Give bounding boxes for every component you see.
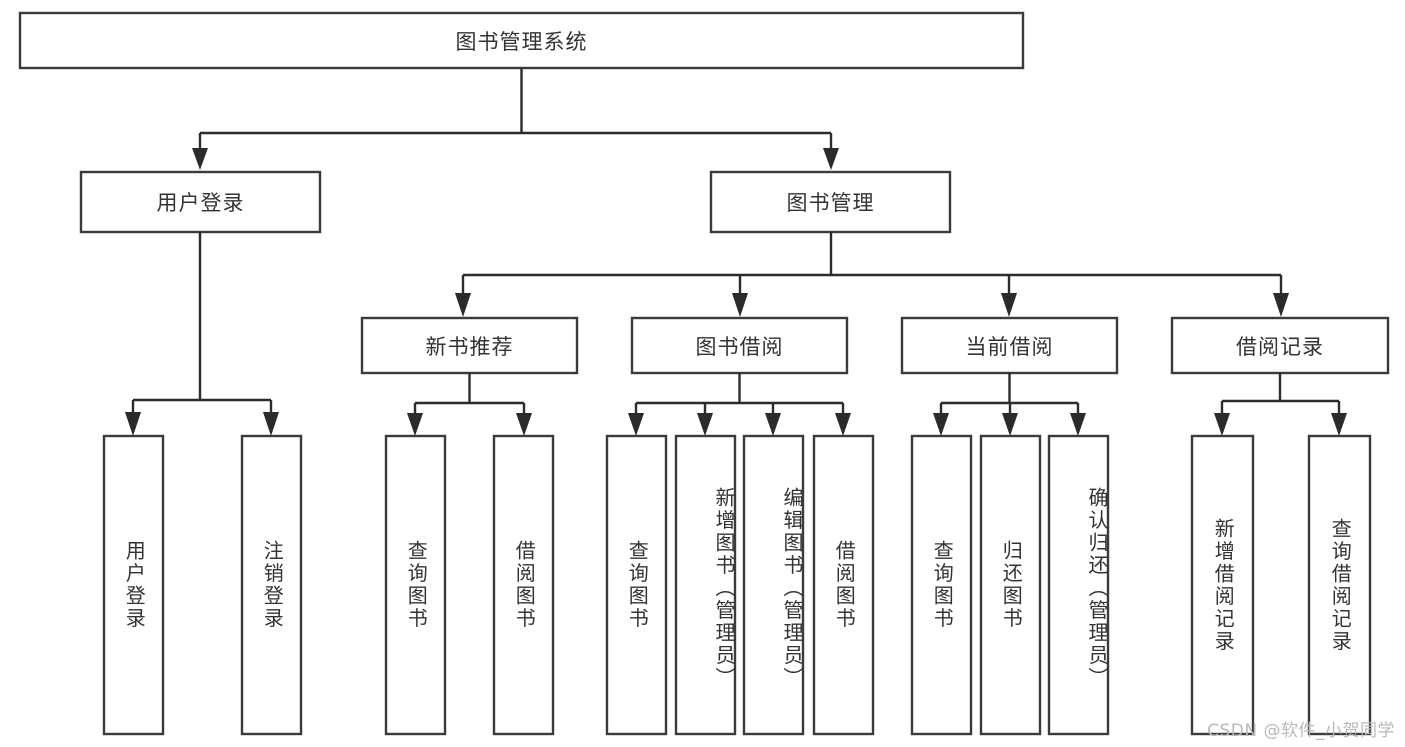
arrow-head-leaf-query-book-2	[628, 413, 644, 436]
arrow-head-leaf-add-book	[697, 413, 713, 436]
arrow-head-leaf-confirm-return	[1070, 413, 1086, 436]
arrow-head-book-borrow	[732, 293, 748, 317]
arrow-head-leaf-return-book	[1002, 413, 1018, 436]
node-leaf-edit-book-box[interactable]	[742, 434, 805, 736]
arrow-head-leaf-edit-book	[765, 413, 781, 436]
node-book-manage-box[interactable]	[709, 170, 952, 234]
arrow-head-new-book-rec	[455, 293, 471, 317]
arrow-head-book-manage	[823, 148, 839, 170]
node-user-login-box[interactable]	[79, 170, 322, 234]
node-leaf-query-book-2-box[interactable]	[605, 434, 668, 736]
arrow-head-leaf-borrow-book-2	[835, 413, 851, 436]
arrow-head-leaf-query-book-1	[407, 413, 423, 436]
node-leaf-user-login-box[interactable]	[102, 434, 165, 736]
arrow-head-leaf-add-record	[1214, 413, 1230, 436]
arrow-head-leaf-logout	[263, 412, 279, 436]
arrow-head-borrow-record	[1273, 293, 1289, 317]
node-leaf-borrow-book-1-box[interactable]	[492, 434, 555, 736]
node-leaf-query-book-1-box[interactable]	[384, 434, 447, 736]
node-new-book-rec-box[interactable]	[360, 316, 579, 375]
node-borrow-record-box[interactable]	[1170, 316, 1390, 375]
arrow-head-leaf-user-login	[125, 412, 141, 436]
node-root-box[interactable]	[18, 11, 1025, 70]
node-leaf-add-record-box[interactable]	[1190, 434, 1255, 736]
arrow-head-user-login	[192, 148, 208, 170]
node-book-borrow-box[interactable]	[630, 316, 849, 375]
node-leaf-logout-box[interactable]	[240, 434, 303, 736]
node-current-borrow-box[interactable]	[900, 316, 1119, 375]
arrow-head-current-borrow	[1001, 293, 1017, 317]
arrow-head-leaf-borrow-book-1	[516, 413, 532, 436]
node-leaf-return-book-box[interactable]	[979, 434, 1042, 736]
node-leaf-borrow-book-2-box[interactable]	[812, 434, 875, 736]
arrow-head-leaf-query-record	[1331, 413, 1347, 436]
node-leaf-confirm-return-box[interactable]	[1047, 434, 1110, 736]
node-leaf-query-book-3-box[interactable]	[910, 434, 973, 736]
node-leaf-add-book-box[interactable]	[674, 434, 737, 736]
node-leaf-query-record-box[interactable]	[1307, 434, 1372, 736]
arrow-head-leaf-query-book-3	[933, 413, 949, 436]
